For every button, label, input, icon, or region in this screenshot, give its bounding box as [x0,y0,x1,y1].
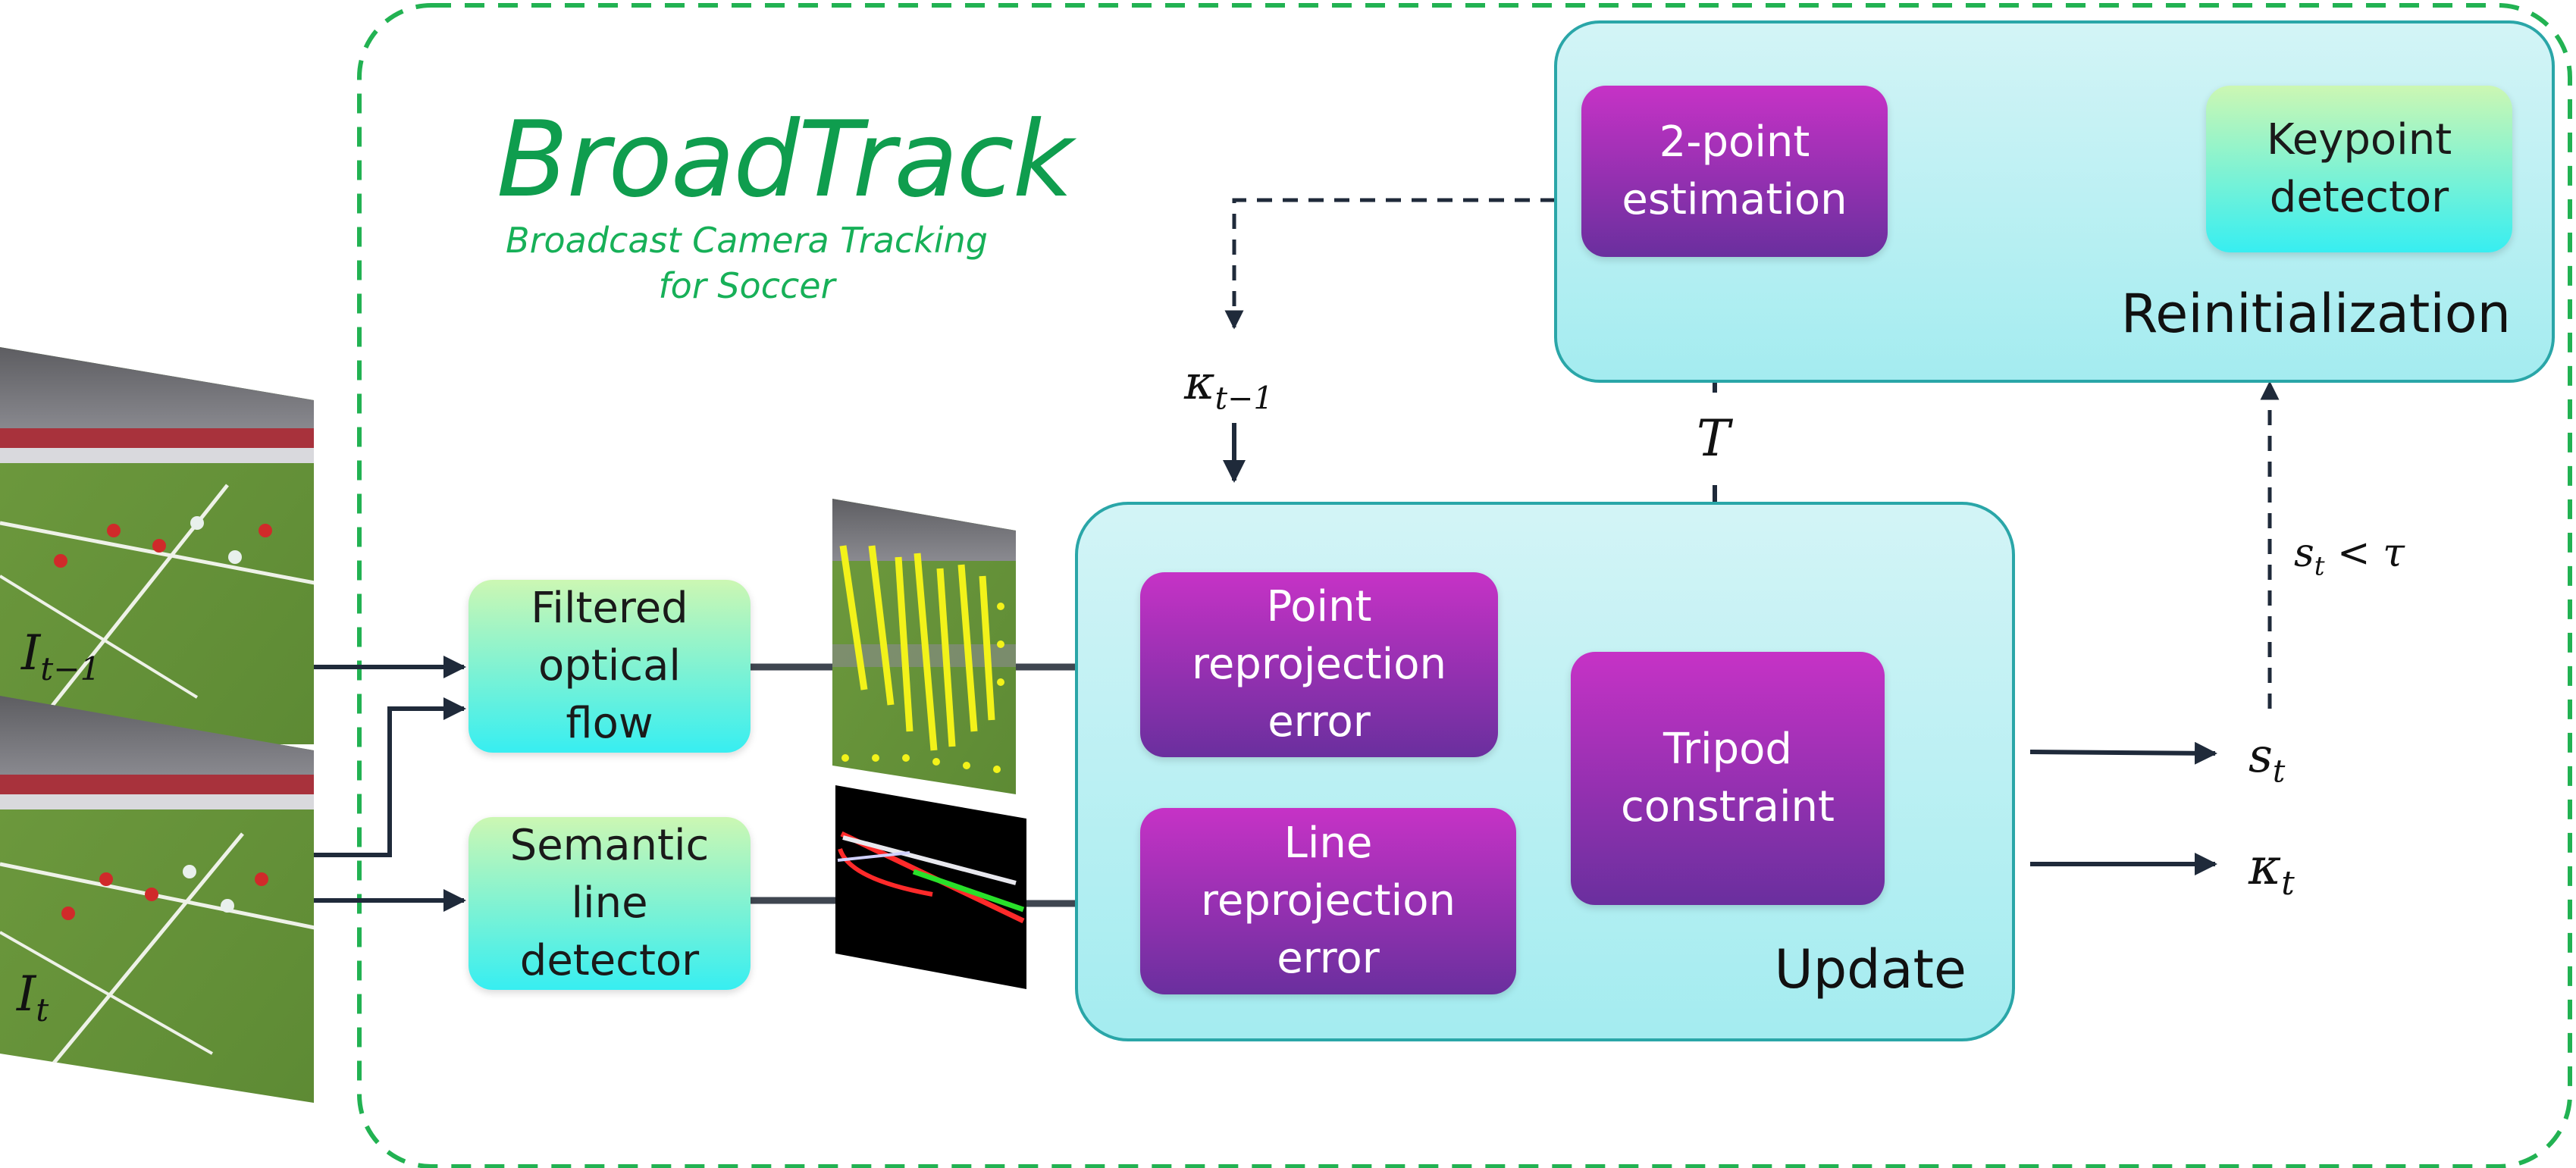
score-output-label: st [2249,728,2286,790]
optical-flow-visual [832,499,1016,794]
system-boundary [357,3,2572,1168]
reinit-panel-label: Reinitialization [2120,283,2511,345]
two-point-module: 2-point estimation [1581,86,1888,257]
diagram-subtitle: Broadcast Camera Tracking for Soccer [506,220,988,306]
arrow-curr-to-flow [314,697,466,857]
frame-prev-image [0,347,314,744]
kappa-output-label: κt [2249,838,2295,903]
line-detector-module: Semantic line detector [469,817,751,990]
tripod-T-label: T [1697,409,1731,468]
label-curr-frame: It [17,966,49,1029]
tripod-module: Tripod constraint [1571,652,1885,905]
semantic-lines-visual [835,785,1026,989]
label-prev-frame: It−1 [21,625,101,687]
line-error-module: Line reprojection error [1140,808,1516,994]
update-panel-label: Update [1774,938,1966,1000]
diagram-title: BroadTrack [497,99,1073,221]
kappa-prev-label: κt−1 [1184,355,1274,417]
frame-curr-image [0,696,314,1103]
point-error-module: Point reprojection error [1140,572,1498,757]
dashed-reinit-feedback [1224,198,1556,330]
optical-flow-module: Filtered optical flow [469,580,751,753]
reinit-condition-label: st < τ [2294,531,2405,582]
arrow-score-out [2029,741,2217,765]
keypoint-module: Keypoint detector [2206,86,2512,252]
